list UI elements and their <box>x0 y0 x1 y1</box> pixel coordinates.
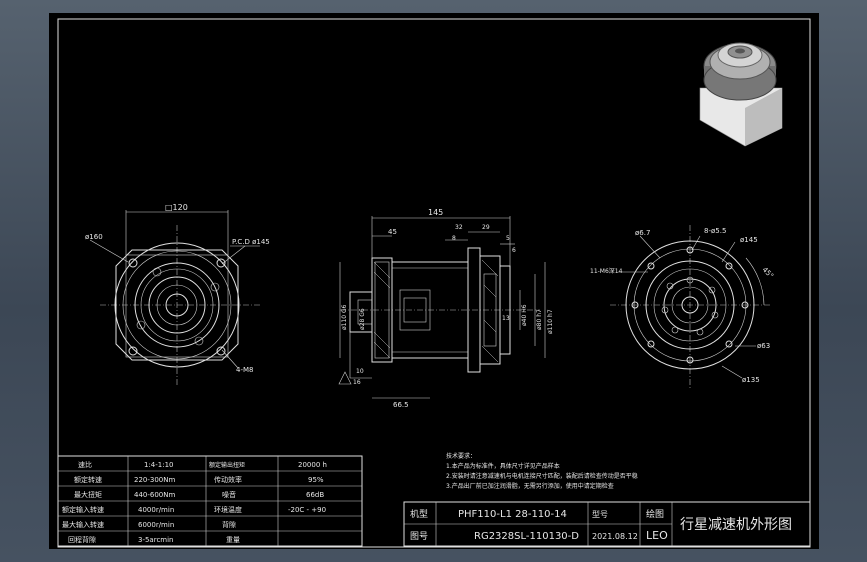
dim-dia-110g6: ø110 G6 <box>341 304 348 330</box>
dim-29: 29 <box>482 224 490 231</box>
dim-dia-80: ø80 h7 <box>536 309 543 330</box>
dim-angle: 45° <box>761 266 775 280</box>
dim-width: □120 <box>165 203 188 212</box>
drawing-border <box>57 18 811 548</box>
dim-66-5: 66.5 <box>393 401 409 409</box>
spec-r2-c3: 66dB <box>306 491 324 499</box>
spec-r5-c2: 重量 <box>226 536 240 544</box>
spec-r0-c3: 20000 h <box>298 461 327 469</box>
dim-8-5-5: 8-ø5.5 <box>704 227 726 235</box>
spec-r1-c0: 额定转速 <box>74 475 102 484</box>
spec-r3-c2: 环境温度 <box>214 505 242 514</box>
spec-r0-c1: 1:4-1:10 <box>144 461 174 469</box>
dim-13: 13 <box>502 315 510 322</box>
side-view <box>338 216 546 399</box>
dim-32: 32 <box>455 224 463 231</box>
title-block <box>403 501 811 547</box>
spec-r0-c0: 速比 <box>78 460 92 469</box>
dim-dia-110h7: ø110 h7 <box>547 309 554 334</box>
spec-r3-c0: 额定输入转速 <box>62 505 104 514</box>
dim-pcd: P.C.D ø145 <box>232 238 270 246</box>
dim-5: 5 <box>506 235 510 242</box>
drawing-date: 2021.08.12 <box>592 532 638 541</box>
rear-view <box>610 225 770 388</box>
spec-r1-c2: 传动效率 <box>214 475 242 484</box>
spec-r1-c3: 95% <box>308 476 324 484</box>
spec-r4-c0: 最大输入转速 <box>62 520 104 529</box>
spec-r3-c3: -20C - +90 <box>288 506 326 514</box>
spec-r0-c2: 额定输出扭矩 <box>209 461 245 469</box>
spec-r2-c1: 440-600Nm <box>134 491 175 499</box>
dim-length: 145 <box>428 208 443 217</box>
dim-145: ø145 <box>740 236 758 244</box>
note-3: 3.产品出厂前已加注润滑脂，无需另行添加，使用中请定期检查 <box>446 482 614 490</box>
note-2: 2.安装时请注意减速机与电机连接尺寸匹配，装配后请检查传动是否平稳 <box>446 472 638 480</box>
drawn-label: 绘图 <box>646 508 664 520</box>
part-number: RG2328SL-110130-D <box>474 531 579 542</box>
spec-r1-c1: 220-300Nm <box>134 476 175 484</box>
dim-outer-diameter: ø160 <box>85 233 103 241</box>
dim-dia-40: ø40 H6 <box>521 304 528 326</box>
model-number: PHF110-L1 28-110-14 <box>458 509 567 520</box>
spec-r5-c0: 回程背隙 <box>68 535 96 544</box>
drawing-sheet <box>49 13 819 549</box>
model-tag: 型号 <box>592 510 608 519</box>
dim-10: 10 <box>356 368 364 375</box>
drawing-title: 行星减速机外形图 <box>680 517 792 533</box>
note-0: 技术要求： <box>446 452 476 460</box>
spec-r4-c1: 6000r/min <box>138 521 174 529</box>
dim-holes: 4-M8 <box>236 366 253 374</box>
dim-45: 45 <box>388 228 397 236</box>
spec-r3-c1: 4000r/min <box>138 506 174 514</box>
dim-dia-28g6: ø28 G6 <box>359 308 366 330</box>
note-1: 1.本产品为标准件，具体尺寸详见产品样本 <box>446 462 560 470</box>
front-view <box>89 210 262 385</box>
spec-table <box>57 455 363 547</box>
dim-6-7: ø6.7 <box>635 229 650 237</box>
dim-63: ø63 <box>757 342 770 350</box>
spec-r2-c0: 最大扭矩 <box>74 490 102 499</box>
title-row1-label: 机型 <box>410 508 428 520</box>
spec-r2-c2: 噪音 <box>222 490 236 499</box>
dim-8: 8 <box>452 235 456 242</box>
dim-6: 6 <box>512 247 516 254</box>
title-row2-label: 图号 <box>410 531 428 542</box>
spec-r4-c2: 背隙 <box>222 520 236 529</box>
product-3d-image <box>699 42 783 147</box>
drawn-by: LEO <box>646 529 668 542</box>
dim-135: ø135 <box>742 376 760 384</box>
spec-r5-c1: 3-5arcmin <box>138 536 174 544</box>
dim-16: 16 <box>353 379 361 386</box>
dim-m6: 11-M6深14 <box>590 267 623 275</box>
